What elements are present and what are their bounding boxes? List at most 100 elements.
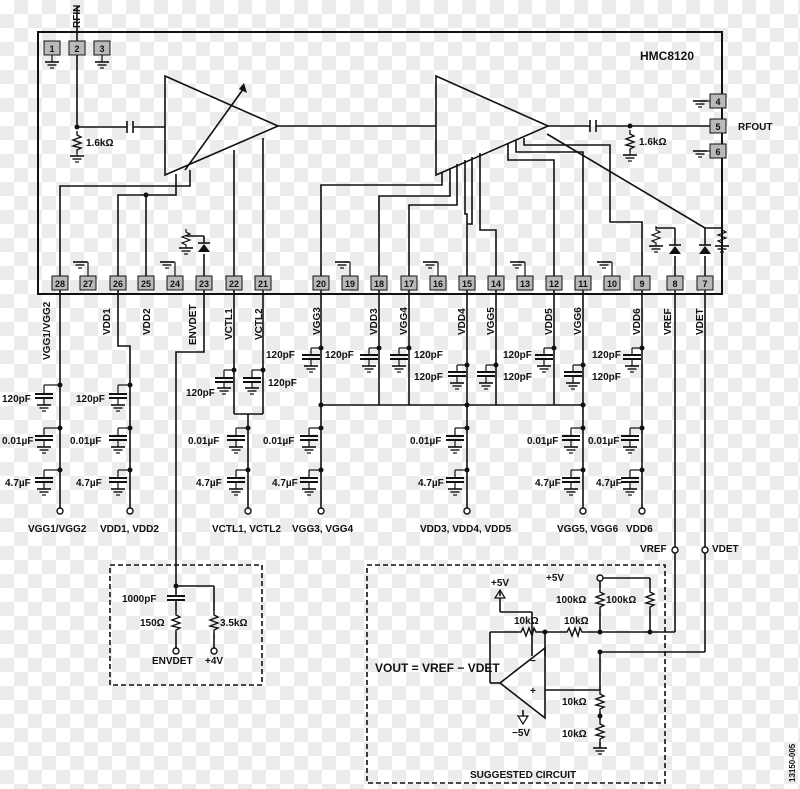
- svg-text:−5V: −5V: [512, 728, 530, 739]
- bottom-pin-row: 28 27 26 25 24 23 22 21 20 19 18 17 16 1…: [51, 275, 714, 291]
- vctl12-net-label: VCTL1, VCTL2: [212, 524, 281, 535]
- svg-text:0.01µF: 0.01µF: [70, 436, 101, 447]
- reference-diode: [648, 226, 681, 276]
- pin-14: 14: [487, 275, 505, 291]
- svg-text:0.01µF: 0.01µF: [588, 436, 619, 447]
- svg-text:4.7µF: 4.7µF: [5, 478, 31, 489]
- svg-text:120pF: 120pF: [414, 372, 443, 383]
- pin-27: 27: [79, 275, 97, 291]
- variable-gain-amplifier-1: [164, 74, 280, 177]
- mid-stage-caps: 120pF 120pF 120pF: [325, 290, 443, 405]
- svg-text:9: 9: [639, 279, 644, 289]
- svg-text:11: 11: [578, 279, 588, 289]
- svg-text:0.01µF: 0.01µF: [188, 436, 219, 447]
- pin-23: 23: [195, 275, 213, 291]
- svg-text:0.01µF: 0.01µF: [410, 436, 441, 447]
- pin-17: 17: [400, 275, 418, 291]
- svg-text:150Ω: 150Ω: [140, 618, 165, 629]
- pin-15: 15: [458, 275, 476, 291]
- svg-text:120pF: 120pF: [268, 378, 297, 389]
- vgg34-decoupling: 120pF 0.01µF 4.7µF VGG3, VGG4: [263, 290, 583, 535]
- svg-text:28: 28: [55, 279, 65, 289]
- pin-19: 19: [341, 275, 359, 291]
- suggested-circuit-box: [366, 564, 666, 784]
- svg-text:17: 17: [404, 279, 414, 289]
- svg-text:VCTL2: VCTL2: [254, 308, 265, 340]
- rfout-label: RFOUT: [738, 122, 772, 133]
- vgg12-net-label: VGG1/VGG2: [28, 524, 87, 535]
- envdet-external-box: [109, 564, 263, 686]
- svg-text:4: 4: [715, 97, 720, 107]
- svg-text:VGG6: VGG6: [573, 307, 584, 335]
- svg-text:VDD4: VDD4: [457, 308, 468, 335]
- vgg12-decoupling: 120pF 0.01µF 4.7µF VGG1/VGG2: [2, 290, 87, 535]
- svg-text:VGG4: VGG4: [399, 307, 410, 335]
- rfin-label: RFIN: [72, 5, 83, 28]
- svg-text:VGG3: VGG3: [312, 307, 323, 335]
- pin-28: 28: [51, 275, 69, 291]
- vdet-net-label: VDET: [712, 544, 739, 555]
- svg-text:VDET: VDET: [695, 308, 706, 335]
- svg-text:100kΩ: 100kΩ: [556, 595, 586, 606]
- svg-text:0.01µF: 0.01µF: [263, 436, 294, 447]
- figure-id: 13150-005: [788, 743, 797, 782]
- vgg56-net-label: VGG5, VGG6: [557, 524, 619, 535]
- pin-10: 10: [603, 275, 621, 291]
- pin-7: 7: [696, 275, 714, 291]
- svg-text:VDD1: VDD1: [102, 308, 113, 335]
- svg-text:4.7µF: 4.7µF: [535, 478, 561, 489]
- svg-text:120pF: 120pF: [592, 350, 621, 361]
- vref-net-label: VREF: [640, 544, 667, 555]
- pin-25: 25: [137, 275, 155, 291]
- svg-text:3.5kΩ: 3.5kΩ: [220, 618, 247, 629]
- input-network: 1.6kΩ: [69, 55, 165, 163]
- svg-text:14: 14: [491, 279, 501, 289]
- svg-text:25: 25: [141, 279, 151, 289]
- svg-text:4.7µF: 4.7µF: [76, 478, 102, 489]
- svg-text:5: 5: [715, 122, 720, 132]
- svg-text:16: 16: [433, 279, 443, 289]
- pin-8: 8: [666, 275, 684, 291]
- svg-text:+5V: +5V: [546, 573, 564, 584]
- svg-text:19: 19: [345, 279, 355, 289]
- svg-text:3: 3: [99, 44, 104, 54]
- svg-text:1000pF: 1000pF: [122, 594, 156, 605]
- svg-text:−: −: [530, 656, 536, 667]
- svg-text:VREF: VREF: [663, 308, 674, 335]
- svg-text:120pF: 120pF: [325, 350, 354, 361]
- pin-21: 21: [254, 275, 272, 291]
- svg-text:10kΩ: 10kΩ: [514, 616, 539, 627]
- svg-text:120pF: 120pF: [503, 350, 532, 361]
- pin-3: 3: [93, 40, 111, 56]
- vdd345-net-label: VDD3, VDD4, VDD5: [420, 524, 512, 535]
- svg-text:27: 27: [83, 279, 93, 289]
- driver-amplifier-2: [435, 74, 550, 177]
- pin-13: 13: [516, 275, 534, 291]
- chip-outline: [37, 31, 723, 295]
- rfout-resistor-label: 1.6kΩ: [639, 137, 666, 148]
- svg-text:4.7µF: 4.7µF: [418, 478, 444, 489]
- pin-24: 24: [166, 275, 184, 291]
- svg-text:7: 7: [702, 279, 707, 289]
- svg-text:120pF: 120pF: [592, 372, 621, 383]
- svg-text:4.7µF: 4.7µF: [196, 478, 222, 489]
- svg-text:4.7µF: 4.7µF: [596, 478, 622, 489]
- svg-text:24: 24: [170, 279, 180, 289]
- svg-text:1: 1: [49, 44, 54, 54]
- svg-text:120pF: 120pF: [414, 350, 443, 361]
- svg-text:23: 23: [199, 279, 209, 289]
- svg-text:VDD3: VDD3: [369, 308, 380, 335]
- svg-text:10kΩ: 10kΩ: [562, 697, 587, 708]
- pin-12: 12: [545, 275, 563, 291]
- suggested-circuit-title: SUGGESTED CIRCUIT: [470, 770, 576, 781]
- svg-text:22: 22: [229, 279, 239, 289]
- svg-text:VCTL1: VCTL1: [224, 308, 235, 340]
- svg-text:12: 12: [549, 279, 559, 289]
- svg-text:VDD2: VDD2: [142, 308, 153, 335]
- svg-text:VGG5: VGG5: [486, 307, 497, 335]
- svg-text:10: 10: [607, 279, 617, 289]
- rfin-resistor-label: 1.6kΩ: [86, 138, 113, 149]
- svg-text:120pF: 120pF: [76, 394, 105, 405]
- svg-text:120pF: 120pF: [186, 388, 215, 399]
- pin-11: 11: [574, 275, 592, 291]
